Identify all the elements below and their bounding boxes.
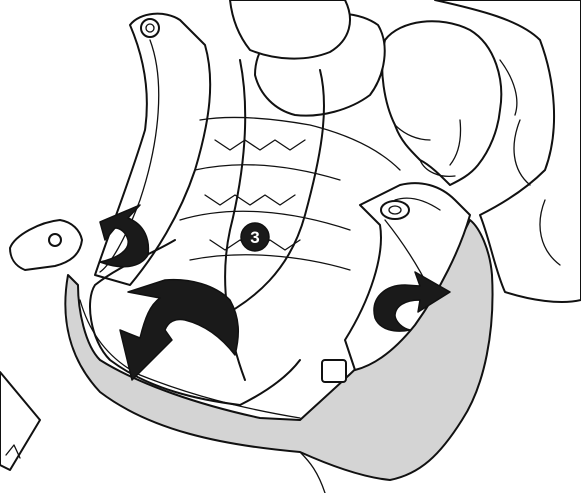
- seat-cushion: [64, 219, 494, 481]
- rail-bolt-top: [140, 18, 160, 38]
- rail-right-bolt-inner: [388, 205, 402, 215]
- step-callout-badge: 3: [240, 222, 270, 252]
- inset-mark: [5, 444, 21, 459]
- spring-frame: [179, 116, 401, 271]
- bracket-left: [9, 219, 83, 271]
- rotate-arrow-main-left: [119, 278, 240, 381]
- sleeve-folds: [499, 59, 561, 266]
- bracket-hole: [48, 233, 62, 247]
- rail-bolt-top-inner: [145, 23, 155, 33]
- cushion-seam: [299, 451, 326, 493]
- rotate-arrow-right: [373, 271, 451, 332]
- rotate-arrow-upper-left: [99, 204, 150, 268]
- hand-right: [381, 20, 503, 186]
- step-number: 3: [250, 228, 259, 247]
- inset-panel: [0, 371, 41, 471]
- connector-clip: [321, 359, 347, 383]
- seat-rail-left: [94, 12, 212, 286]
- sleeve-left: [229, 0, 351, 60]
- seat-rail-right: [344, 182, 471, 371]
- hand-fingers: [394, 119, 462, 178]
- rail-right-bolt: [380, 200, 410, 220]
- sleeve-right: [434, 0, 581, 303]
